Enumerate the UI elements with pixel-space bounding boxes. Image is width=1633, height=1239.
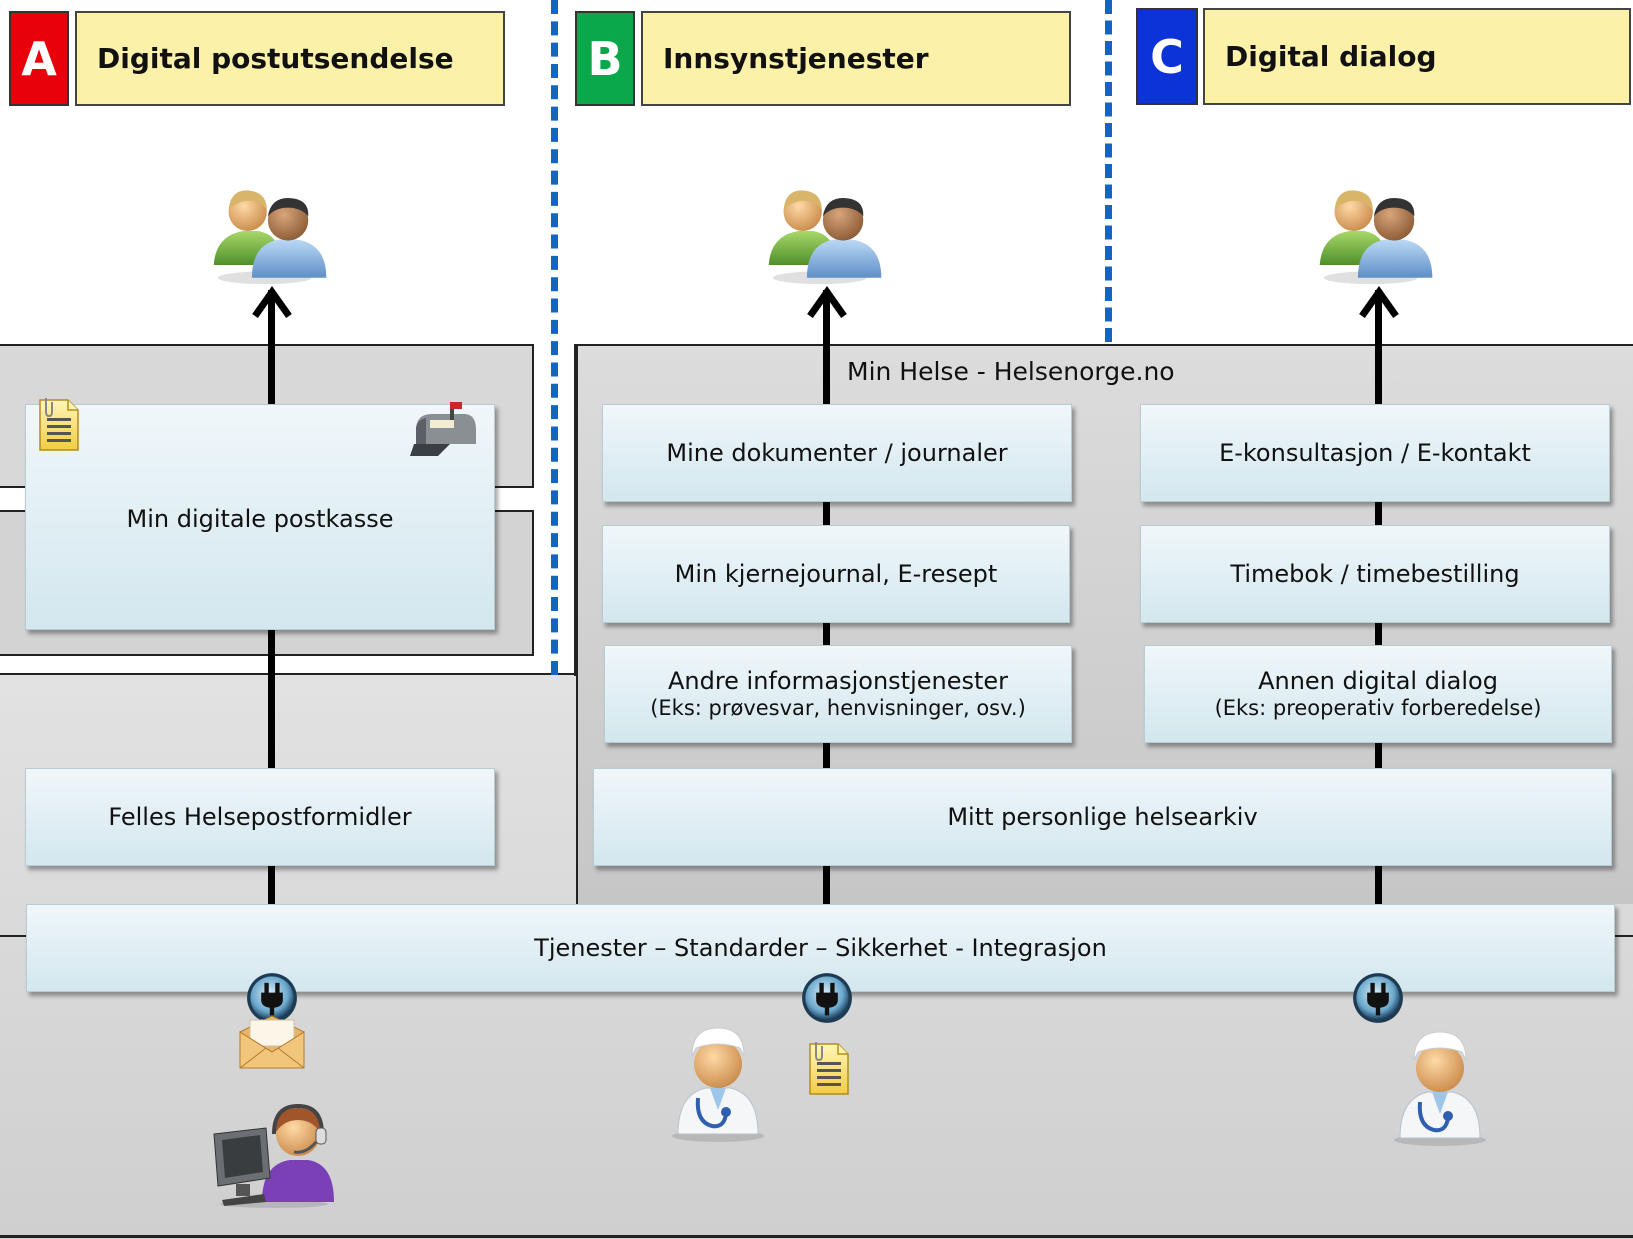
operator-icon xyxy=(213,1103,334,1208)
flow-line-b xyxy=(823,290,830,980)
section-b-title: Innsynstjenester xyxy=(641,11,1071,106)
timebok-label: Timebok / timebestilling xyxy=(1230,559,1520,588)
divider-bc xyxy=(1105,0,1112,342)
users-icon xyxy=(1319,190,1433,285)
helsepost-label: Felles Helsepostformidler xyxy=(108,802,412,831)
arrow-up-c xyxy=(1359,285,1399,319)
kjernejournal-label: Min kjernejournal, E-resept xyxy=(674,559,998,588)
kjernejournal-box: Min kjernejournal, E-resept xyxy=(602,525,1070,623)
section-a-badge: A xyxy=(9,11,69,106)
flow-line-a xyxy=(268,290,275,980)
platform-label: Tjenester – Standarder – Sikkerhet - Int… xyxy=(534,933,1107,962)
postkasse-label: Min digitale postkasse xyxy=(126,505,394,533)
section-a-title: Digital postutsendelse xyxy=(75,11,505,106)
annen-digital-dialog-box: Annen digital dialog (Eks: preoperativ f… xyxy=(1144,645,1612,743)
platform-bottom-line xyxy=(0,1235,1633,1238)
annen-title: Annen digital dialog xyxy=(1258,667,1498,695)
plug-icon xyxy=(802,973,852,1023)
mailbox-icon xyxy=(410,402,476,456)
section-a-outline-right xyxy=(574,344,576,675)
document-icon xyxy=(809,1041,849,1095)
mine-dokumenter-box: Mine dokumenter / journaler xyxy=(602,404,1072,502)
section-c-badge: C xyxy=(1136,8,1198,105)
envelope-icon xyxy=(239,1015,305,1069)
users-icon xyxy=(768,190,882,285)
arrow-up-b xyxy=(807,285,847,319)
users-icon xyxy=(213,190,327,285)
dokumenter-label: Mine dokumenter / journaler xyxy=(666,438,1008,467)
doctor-icon xyxy=(1392,1030,1488,1148)
timebok-box: Timebok / timebestilling xyxy=(1140,525,1610,623)
divider-ab xyxy=(551,0,558,675)
e-konsultasjon-box: E-konsultasjon / E-kontakt xyxy=(1140,404,1610,502)
arrow-up-a xyxy=(252,285,292,319)
annen-subtitle: (Eks: preoperativ forberedelse) xyxy=(1214,695,1542,720)
andre-subtitle: (Eks: prøvesvar, henvisninger, osv.) xyxy=(650,695,1026,720)
doctor-icon xyxy=(670,1026,766,1144)
min-helse-label: Min Helse - Helsenorge.no xyxy=(847,357,1175,386)
helsearkiv-label: Mitt personlige helsearkiv xyxy=(947,802,1258,831)
andre-informasjonstjenester-box: Andre informasjonstjenester (Eks: prøves… xyxy=(604,645,1072,743)
section-a-outline-bottom xyxy=(0,673,576,675)
section-b-badge: B xyxy=(575,11,635,106)
personlige-helsearkiv-box: Mitt personlige helsearkiv xyxy=(593,768,1612,866)
plug-icon xyxy=(1353,973,1403,1023)
section-c-title: Digital dialog xyxy=(1203,8,1631,105)
document-icon xyxy=(39,397,79,451)
felles-helsepostformidler-box: Felles Helsepostformidler xyxy=(25,768,495,866)
konsultasjon-label: E-konsultasjon / E-kontakt xyxy=(1219,438,1531,467)
andre-title: Andre informasjonstjenester xyxy=(667,667,1009,695)
